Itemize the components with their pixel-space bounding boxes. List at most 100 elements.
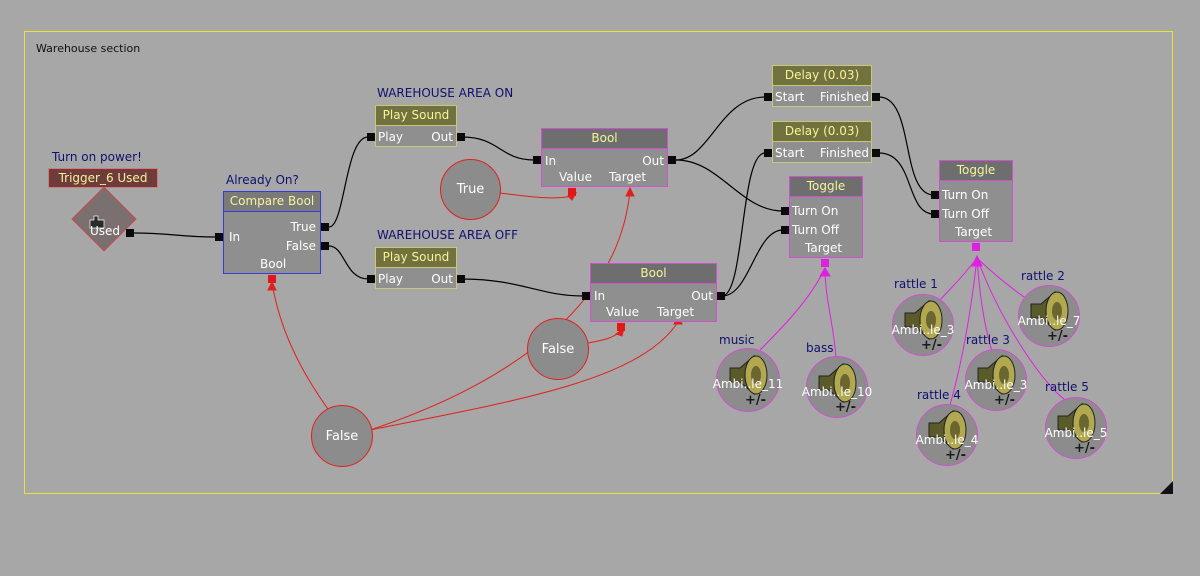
bool-bottom-in-port[interactable] (582, 292, 590, 300)
compare-bool-node[interactable]: Compare Bool In True False Bool (223, 191, 321, 274)
section-title: Warehouse section (36, 42, 141, 55)
toggle-1-off-label: Turn Off (792, 223, 839, 237)
play-sound-off-in-label: Play (378, 272, 404, 286)
compare-bool-var-port[interactable] (268, 275, 276, 283)
speaker-icon (1057, 402, 1096, 444)
wire-booltop-out-to-toggle1 (675, 159, 784, 212)
bool-bottom-value-label: Value (606, 305, 639, 319)
toggle-2-on-port[interactable] (931, 191, 939, 199)
toggle-1-off-port[interactable] (781, 226, 789, 234)
speaker-icon (1030, 290, 1069, 332)
bool-bottom-out-label: Out (691, 289, 713, 303)
ambient-rattle-1-label: Ambi..le_3 (891, 323, 955, 337)
wire-true-to-play-on (328, 136, 369, 228)
ambient-sound-rattle-3[interactable]: Ambi..le_3 +/- (965, 349, 1027, 411)
delay-2-title: Delay (0.03) (773, 122, 871, 142)
ambient-sound-rattle-5[interactable]: Ambi..le_5 +/- (1045, 397, 1107, 459)
play-sound-on-out-port[interactable] (457, 133, 465, 141)
play-sound-on-node[interactable]: Play Sound Play Out (375, 105, 457, 147)
plusminus-icon: +/- (1047, 329, 1069, 344)
delay-1-start-label: Start (775, 90, 805, 104)
delay-2-node[interactable]: Delay (0.03) Start Finished (772, 121, 872, 163)
wire-playoff-out-to-bool (461, 278, 584, 297)
false-variable-left[interactable]: False (311, 405, 373, 467)
speaker-icon (928, 409, 967, 451)
speaker-icon (818, 362, 857, 404)
true-variable[interactable]: True (440, 159, 501, 220)
section-frame[interactable] (24, 31, 1173, 494)
bool-top-value-label: Value (559, 170, 592, 184)
toggle-2-target-port[interactable] (972, 243, 980, 251)
plusminus-icon: +/- (1074, 441, 1096, 456)
bool-bottom-node[interactable]: Bool In Out Value Target (590, 263, 717, 322)
delay-1-start-port[interactable] (764, 93, 772, 101)
bool-bottom-target-label: Target (657, 305, 695, 319)
bool-bottom-value-port[interactable] (617, 323, 625, 331)
play-sound-off-in-port[interactable] (367, 275, 375, 283)
ambient-sound-rattle-4[interactable]: Ambi..le_4 +/- (916, 404, 978, 466)
ambient-sound-bass[interactable]: Ambi..le_10 +/- (802, 356, 872, 418)
compare-bool-var-label: Bool (260, 257, 287, 271)
hand-icon (89, 215, 105, 229)
toggle-2-title: Toggle (940, 161, 1012, 181)
compare-bool-false-label: False (285, 239, 316, 253)
wire-delay1-to-toggle2on (878, 96, 935, 196)
wire-false-to-play-off (328, 245, 369, 280)
play-sound-off-out-port[interactable] (457, 275, 465, 283)
compare-bool-in-port[interactable] (215, 233, 223, 241)
bool-bottom-in-label: In (594, 289, 606, 303)
toggle-1-title: Toggle (790, 177, 862, 197)
comment-rattle-1: rattle 1 (894, 277, 938, 291)
play-sound-on-in-port[interactable] (367, 133, 375, 141)
toggle-2-off-label: Turn Off (942, 207, 989, 221)
comment-rattle-5: rattle 5 (1045, 380, 1089, 394)
delay-1-title: Delay (0.03) (773, 66, 871, 86)
ambient-sound-music[interactable]: Ambi..le_11 +/- (713, 348, 783, 412)
plusminus-icon: +/- (945, 448, 967, 463)
ambient-bass-label: Ambi..le_10 (801, 385, 873, 399)
ambient-rattle-2-label: Ambi..le_7 (1017, 314, 1081, 328)
delay-2-start-label: Start (775, 146, 805, 160)
ambient-rattle-3-label: Ambi..le_3 (964, 378, 1028, 392)
trigger-used-port[interactable] (126, 229, 134, 237)
bool-top-out-port[interactable] (668, 156, 676, 164)
ambient-sound-rattle-1[interactable]: Ambi..le_3 +/- (892, 294, 954, 356)
wire-delay2-to-toggle2off (878, 152, 935, 215)
compare-bool-true-port[interactable] (321, 223, 329, 231)
compare-bool-true-label: True (290, 220, 317, 234)
speaker-icon (904, 299, 943, 341)
toggle-1-node[interactable]: Toggle Turn On Turn Off Target (789, 176, 863, 258)
bool-top-value-port[interactable] (568, 188, 576, 196)
bool-top-in-port[interactable] (533, 156, 541, 164)
play-sound-on-out-label: Out (431, 130, 453, 144)
plusminus-icon: +/- (835, 400, 857, 415)
toggle-1-target-label: Target (805, 241, 843, 255)
false-variable-bottom[interactable]: False (527, 318, 589, 380)
wire-toggle2-rattle4 (949, 257, 978, 406)
section-resize-handle[interactable] (1160, 481, 1173, 494)
compare-bool-in-label: In (229, 230, 241, 244)
ambient-sound-rattle-2[interactable]: Ambi..le_7 +/- (1018, 285, 1080, 347)
toggle-1-on-port[interactable] (781, 207, 789, 215)
delay-1-node[interactable]: Delay (0.03) Start Finished (772, 65, 872, 107)
delay-1-finished-port[interactable] (872, 93, 880, 101)
wire-false1-to-comparebool (271, 282, 331, 413)
wire-boolbot-out-to-delay2 (721, 152, 766, 297)
comment-music: music (719, 333, 755, 347)
compare-bool-false-port[interactable] (321, 242, 329, 250)
trigger-event-node[interactable]: Trigger_6 Used (48, 168, 158, 188)
play-sound-off-node[interactable]: Play Sound Play Out (375, 247, 457, 289)
bool-bottom-out-port[interactable] (717, 292, 725, 300)
toggle-1-target-port[interactable] (821, 259, 829, 267)
wire-true-to-value (499, 192, 573, 199)
delay-2-finished-port[interactable] (872, 149, 880, 157)
delay-2-start-port[interactable] (764, 149, 772, 157)
delay-2-finished-label: Finished (819, 146, 869, 160)
play-sound-off-title: Play Sound (376, 248, 456, 268)
play-sound-on-title: Play Sound (376, 106, 456, 126)
ambient-rattle-4-label: Ambi..le_4 (915, 433, 979, 447)
toggle-2-node[interactable]: Toggle Turn On Turn Off Target (939, 160, 1013, 242)
comment-bass: bass (806, 341, 834, 355)
toggle-2-off-port[interactable] (931, 210, 939, 218)
bool-top-node[interactable]: Bool In Out Value Target (541, 128, 668, 187)
